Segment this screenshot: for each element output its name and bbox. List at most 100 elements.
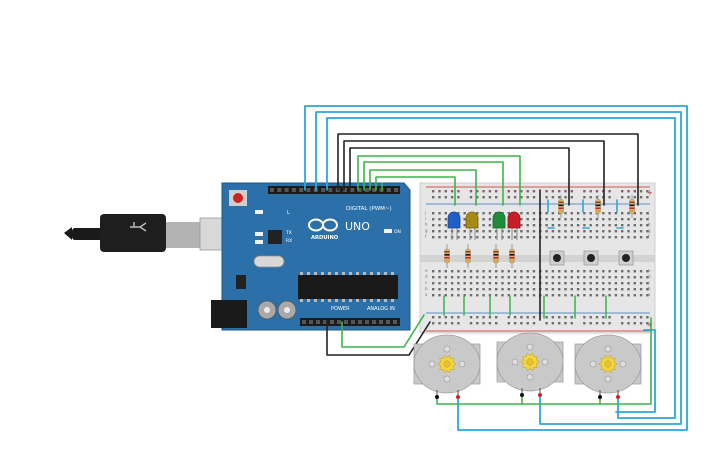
leds[interactable] (447, 211, 521, 240)
breadboard-hole[interactable] (476, 212, 479, 215)
breadboard-hole[interactable] (595, 236, 599, 239)
wire-green-1[interactable] (357, 155, 521, 206)
rail-hole[interactable] (545, 316, 548, 319)
breadboard-hole[interactable] (639, 218, 643, 221)
breadboard-hole[interactable] (627, 218, 630, 221)
reset-button[interactable] (233, 193, 243, 203)
breadboard-hole[interactable] (526, 288, 529, 291)
breadboard-hole[interactable] (488, 276, 492, 279)
rail-hole[interactable] (495, 196, 498, 199)
breadboard-hole[interactable] (450, 294, 454, 297)
rail-hole[interactable] (482, 316, 485, 319)
rail-hole[interactable] (532, 316, 536, 319)
rail-hole[interactable] (621, 316, 624, 319)
rail-hole[interactable] (583, 322, 586, 325)
rail-hole[interactable] (545, 322, 548, 325)
breadboard-hole[interactable] (558, 294, 561, 297)
breadboard-hole[interactable] (558, 282, 561, 285)
rail-hole[interactable] (495, 190, 498, 193)
breadboard-hole[interactable] (482, 282, 485, 285)
breadboard-hole[interactable] (564, 294, 567, 297)
header-pin-hole[interactable] (372, 188, 377, 192)
rail-hole[interactable] (570, 322, 573, 325)
breadboard-hole[interactable] (463, 282, 466, 285)
breadboard-hole[interactable] (545, 282, 548, 285)
breadboard-hole[interactable] (551, 224, 555, 227)
breadboard-hole[interactable] (608, 212, 611, 215)
rail-hole[interactable] (432, 190, 435, 193)
breadboard-hole[interactable] (589, 276, 592, 279)
breadboard-hole[interactable] (639, 224, 643, 227)
breadboard-hole[interactable] (507, 212, 510, 215)
rail-hole[interactable] (646, 190, 649, 193)
breadboard-hole[interactable] (520, 276, 523, 279)
rail-hole[interactable] (513, 190, 517, 193)
resistor[interactable] (558, 195, 564, 218)
breadboard-hole[interactable] (457, 236, 460, 239)
rail-hole[interactable] (602, 316, 605, 319)
rail-hole[interactable] (507, 196, 510, 199)
rail-hole[interactable] (488, 196, 492, 199)
breadboard-hole[interactable] (476, 236, 479, 239)
dc-motor[interactable] (413, 334, 481, 399)
rail-hole[interactable] (520, 190, 523, 193)
breadboard-hole[interactable] (646, 230, 649, 233)
breadboard-hole[interactable] (526, 224, 529, 227)
header-pin-hole[interactable] (357, 188, 362, 192)
header-pin-hole[interactable] (394, 188, 399, 192)
breadboard-hole[interactable] (507, 282, 510, 285)
breadboard-hole[interactable] (646, 224, 649, 227)
breadboard-hole[interactable] (545, 288, 548, 291)
dc-motor[interactable] (574, 334, 642, 399)
breadboard-hole[interactable] (495, 270, 498, 273)
breadboard-hole[interactable] (469, 230, 473, 233)
rail-hole[interactable] (633, 322, 636, 325)
rail-hole[interactable] (595, 316, 599, 319)
breadboard-hole[interactable] (482, 276, 485, 279)
breadboard-hole[interactable] (570, 236, 573, 239)
breadboard-hole[interactable] (551, 276, 555, 279)
header-pin-hole[interactable] (321, 188, 326, 192)
yellow-led[interactable] (465, 211, 479, 240)
rail-hole[interactable] (495, 322, 498, 325)
breadboard-hole[interactable] (545, 270, 548, 273)
breadboard-hole[interactable] (444, 224, 447, 227)
rail-hole[interactable] (639, 322, 643, 325)
wire-black-gnd[interactable] (326, 319, 431, 356)
breadboard-hole[interactable] (532, 212, 536, 215)
breadboard-hole[interactable] (646, 276, 649, 279)
breadboard-hole[interactable] (595, 282, 599, 285)
breadboard-hole[interactable] (545, 218, 548, 221)
breadboard-hole[interactable] (614, 218, 618, 221)
rail-hole[interactable] (570, 196, 573, 199)
breadboard-hole[interactable] (595, 230, 599, 233)
wire-blue-1[interactable] (304, 105, 688, 431)
rail-hole[interactable] (633, 190, 636, 193)
breadboard-hole[interactable] (551, 270, 555, 273)
rail-hole[interactable] (476, 196, 479, 199)
header-pin-hole[interactable] (316, 320, 320, 324)
breadboard-hole[interactable] (432, 230, 435, 233)
breadboard-hole[interactable] (488, 230, 492, 233)
breadboard-hole[interactable] (463, 276, 466, 279)
breadboard-hole[interactable] (444, 294, 447, 297)
rail-hole[interactable] (621, 196, 624, 199)
breadboard-hole[interactable] (627, 294, 630, 297)
breadboard-hole[interactable] (507, 230, 510, 233)
rail-hole[interactable] (495, 316, 498, 319)
breadboard-hole[interactable] (633, 236, 636, 239)
wire-green-power[interactable] (341, 314, 425, 348)
breadboard-hole[interactable] (564, 270, 567, 273)
breadboard-hole[interactable] (463, 236, 466, 239)
rail-hole[interactable] (520, 196, 523, 199)
breadboard-hole[interactable] (457, 270, 460, 273)
breadboard-hole[interactable] (589, 212, 592, 215)
rail-hole[interactable] (444, 316, 447, 319)
breadboard-hole[interactable] (526, 230, 529, 233)
breadboard-hole[interactable] (583, 236, 586, 239)
breadboard-hole[interactable] (488, 288, 492, 291)
breadboard-hole[interactable] (564, 236, 567, 239)
breadboard-hole[interactable] (602, 236, 605, 239)
header-pin-hole[interactable] (386, 188, 391, 192)
breadboard-hole[interactable] (545, 212, 548, 215)
